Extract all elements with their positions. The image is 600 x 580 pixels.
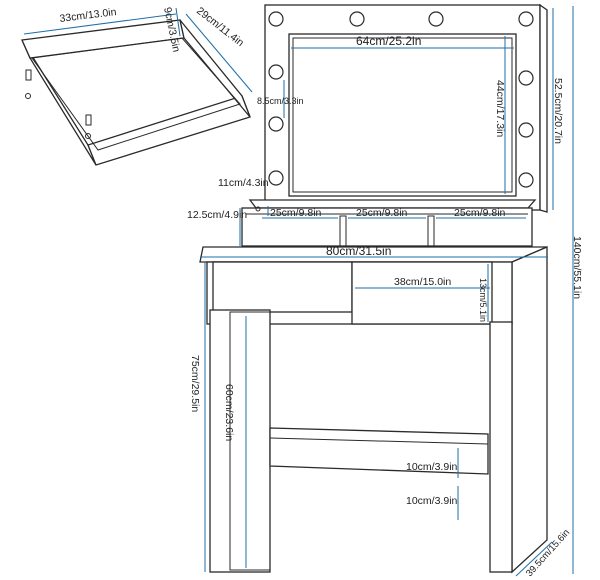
bulb-spacing-label: 8.5cm/3.3in <box>257 96 304 106</box>
drawer-depth-dimension <box>185 13 253 93</box>
compartment-width-label: 25cm/9.8in <box>270 207 322 219</box>
bulb-icon <box>518 70 534 86</box>
desk-height-label: 75cm/29.5in <box>189 355 201 412</box>
frame-height-label: 52.5cm/20.7in <box>552 78 564 144</box>
desk-drawer-height-label: 13cm/5.1in <box>478 278 488 322</box>
shelf-height-label: 12.5cm/4.9in <box>187 209 247 221</box>
shelf-divider <box>427 215 435 247</box>
desk-drawer-right <box>351 261 493 325</box>
drawer-slide-rail <box>25 69 32 81</box>
bulb-icon <box>268 170 284 186</box>
bulb-icon <box>518 172 534 188</box>
leg-clearance-label: 60cm/23.6in <box>223 384 235 441</box>
overall-height-label: 140cm/55.1in <box>571 236 583 299</box>
drawer-front <box>87 95 251 166</box>
mirror-glass-inner <box>292 37 513 193</box>
bulb-icon <box>268 64 284 80</box>
drawer-width-dimension <box>23 13 177 35</box>
drawer-right-side <box>179 19 251 118</box>
drawer-height-dimension <box>175 7 181 37</box>
shelf-screw-icon <box>255 206 261 212</box>
bulb-icon <box>518 11 534 27</box>
compartment-width-label: 25cm/9.8in <box>454 207 506 219</box>
drawer-depth-label: 29cm/11.4in <box>194 5 246 49</box>
shelf-unit: 11cm/4.3in 12.5cm/4.9in 25cm/9.8in 25cm/… <box>187 177 537 247</box>
desk-right-side <box>511 246 548 574</box>
drawer-back <box>21 19 185 59</box>
desk-width-label: 80cm/31.5in <box>326 244 391 258</box>
floor-gap-label: 10cm/3.9in <box>406 495 458 507</box>
desk-depth-dimension <box>515 541 553 577</box>
desk-crossbar-edge <box>269 437 489 445</box>
bulb-icon <box>518 122 534 138</box>
mirror-width-label: 64cm/25.2in <box>356 34 421 48</box>
mirror-height-label: 44cm/17.3in <box>494 80 506 137</box>
desk-drawer-width-label: 38cm/15.0in <box>394 276 451 288</box>
crossbar-gap-label: 10cm/3.9in <box>406 461 458 473</box>
desk-drawer-left <box>212 261 353 313</box>
drawer-screw-icon <box>25 93 31 99</box>
bulb-icon <box>268 116 284 132</box>
mirror-assembly: 64cm/25.2in 44cm/17.3in 8.5cm/3.3in 52.5… <box>257 3 564 213</box>
bulb-icon <box>428 11 444 27</box>
drawer-screw-icon <box>85 133 91 139</box>
drawer-width-label: 33cm/13.0in <box>59 6 117 25</box>
bulb-icon <box>268 11 284 27</box>
bulb-icon <box>349 11 365 27</box>
desk-right-leg <box>489 321 513 573</box>
drawer-inner-floor <box>31 37 241 151</box>
shelf-gap-label: 11cm/4.3in <box>218 177 269 189</box>
shelf-divider <box>339 215 347 247</box>
drawer-detail: 33cm/13.0in 9cm/3.5in 29cm/11.4in <box>21 5 253 166</box>
desk: 80cm/31.5in 38cm/15.0in 13cm/5.1in 75cm/… <box>189 244 572 579</box>
mirror-side-panel <box>539 3 548 213</box>
compartment-width-label: 25cm/9.8in <box>356 207 408 219</box>
desk-left-leg <box>209 309 271 573</box>
mirror-glass <box>288 33 517 197</box>
drawer-slide-rail <box>85 114 92 126</box>
